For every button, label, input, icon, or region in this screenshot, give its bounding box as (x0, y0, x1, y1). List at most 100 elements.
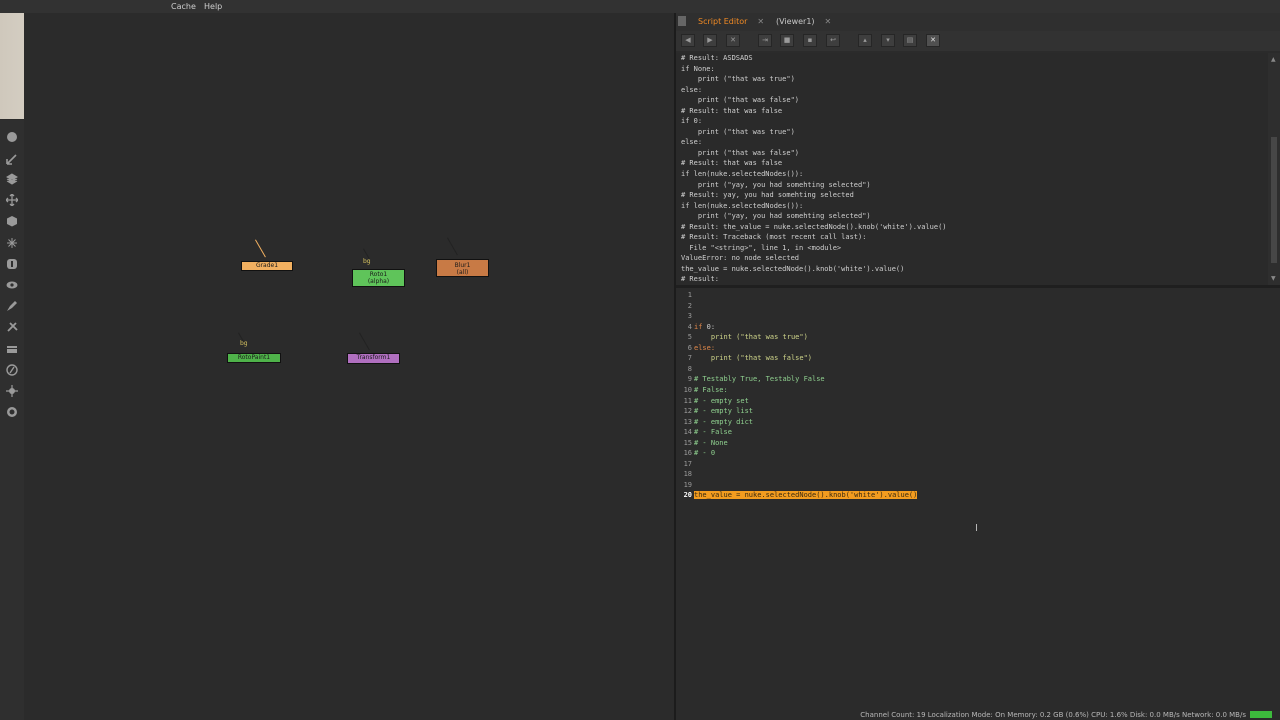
load-script-button[interactable]: ■ (780, 34, 794, 47)
output-line: # Result: ASDSADS (681, 54, 753, 62)
menu-bar: Cache Help (0, 0, 1280, 13)
panel-menu-icon[interactable] (678, 16, 686, 26)
code-line-15: # - None (694, 438, 728, 447)
output-line: # Result: (681, 275, 719, 284)
node-rotopaint1[interactable]: RotoPaint1 (227, 353, 281, 363)
draw-icon[interactable] (6, 150, 18, 165)
transform-move-icon[interactable] (5, 191, 19, 207)
code-line-5: print ("that was true") (694, 332, 808, 343)
line-number: 5 (687, 333, 692, 342)
output-input-splitter[interactable] (676, 285, 1280, 288)
code-keyword: if (694, 322, 703, 331)
layers-icon[interactable] (6, 170, 18, 185)
status-text: Channel Count: 19 Localization Mode: On … (860, 711, 1246, 719)
time-icon[interactable] (6, 255, 18, 269)
source-script-button[interactable]: ⇥ (758, 34, 772, 47)
rotopaint-bg-label: bg (240, 340, 248, 347)
show-output-button[interactable]: ▾ (881, 34, 895, 47)
output-line: if None: (681, 64, 715, 73)
code-indent (694, 333, 711, 341)
panel-divider[interactable] (674, 13, 676, 720)
scroll-down-icon[interactable]: ▼ (1271, 275, 1276, 282)
line-number: 17 (683, 459, 692, 468)
code-line-16: # - 0 (694, 449, 716, 458)
output-line: if 0: (681, 117, 703, 126)
line-number: 15 (683, 438, 692, 447)
code-line-11: # - empty set (694, 396, 749, 405)
code-text: 0: (702, 322, 716, 331)
scroll-up-icon[interactable]: ▲ (1271, 56, 1276, 63)
code-line-6: else: (694, 343, 715, 354)
tab-viewer1[interactable]: (Viewer1)✕ (776, 17, 831, 26)
output-scrollbar[interactable]: ▲ ▼ (1268, 53, 1280, 285)
output-line: # Result: that was false (681, 106, 783, 115)
particles-icon[interactable] (6, 234, 18, 248)
menu-help[interactable]: Help (204, 2, 223, 11)
line-number: 1 (687, 291, 692, 299)
eye-icon[interactable] (6, 276, 18, 289)
output-line: print ("yay, you had somehting selected"… (681, 212, 871, 221)
output-line: print ("that was false") (681, 96, 800, 105)
code-call: print (710, 333, 737, 342)
save-script-button[interactable]: ▪ (803, 34, 817, 47)
line-number: 11 (683, 396, 692, 405)
script-output[interactable]: # Result: ASDSADS if None: print ("that w… (676, 53, 1268, 285)
roto-bg-label: bg (363, 258, 371, 265)
node-blur1[interactable]: Blur1 (all) (436, 259, 489, 277)
paint-brush-icon[interactable] (6, 297, 18, 311)
code-line-14: # - False (694, 428, 732, 437)
clear-output-button[interactable]: ✕ (926, 34, 940, 47)
merge-icon[interactable] (6, 340, 18, 353)
node-roto1[interactable]: Roto1 (alpha) (352, 269, 405, 287)
close-icon[interactable]: ✕ (757, 17, 765, 26)
output-line: # Result: that was false (681, 159, 783, 168)
viewer-circle-icon[interactable] (6, 128, 18, 142)
code-line-13: # - empty dict (694, 417, 754, 426)
run-script-button[interactable]: ↩ (826, 34, 840, 47)
globe-icon[interactable] (6, 403, 18, 417)
show-both-button[interactable]: ▤ (903, 34, 917, 47)
tab-script-editor[interactable]: Script Editor✕ (698, 17, 764, 26)
status-bar: Channel Count: 19 Localization Mode: On … (676, 710, 1280, 720)
node-label: Blur1 (454, 262, 471, 269)
code-line-20: the_value = nuke.selectedNode().knob('wh… (694, 490, 918, 501)
previous-script-button[interactable]: ◀ (681, 34, 695, 47)
tools-icon[interactable] (6, 318, 18, 332)
node-toolbar (0, 120, 24, 720)
line-number: 10 (683, 385, 692, 394)
keyer-icon[interactable] (6, 382, 18, 397)
output-line: print ("that was true") (681, 127, 795, 136)
node-sublabel: (all) (456, 269, 469, 276)
menu-cache[interactable]: Cache (171, 2, 196, 11)
output-line: print ("that was true") (681, 75, 795, 84)
next-script-button[interactable]: ▶ (703, 34, 717, 47)
code-string: ("that was false") (736, 354, 813, 363)
output-line: ValueError: no node selected (681, 254, 800, 263)
node-grade1[interactable]: Grade1 (241, 261, 293, 271)
code-indent (694, 354, 711, 362)
node-sublabel: (alpha) (367, 278, 390, 285)
output-line: else: (681, 138, 703, 147)
line-number: 13 (683, 417, 692, 426)
transform-input-arrow (359, 332, 370, 351)
line-number: 19 (683, 480, 692, 489)
output-line: # Result: yay, you had somehting selecte… (681, 191, 854, 200)
code-line-7: print ("that was false") (694, 353, 812, 364)
3d-cube-icon[interactable] (6, 212, 18, 227)
line-number: 9 (687, 375, 692, 384)
line-number: 8 (687, 364, 692, 373)
node-graph[interactable]: Grade1 bg Roto1 (alpha) Blur1 (all) bg R… (24, 13, 674, 720)
close-icon[interactable]: ✕ (824, 17, 832, 26)
output-line: if len(nuke.selectedNodes()): (681, 170, 804, 179)
clear-history-button[interactable]: ✕ (726, 34, 740, 47)
show-input-button[interactable]: ▴ (858, 34, 872, 47)
scrollbar-thumb[interactable] (1271, 137, 1277, 263)
output-line: print ("yay, you had somehting selected"… (681, 180, 871, 189)
script-editor-panel: Script Editor✕ (Viewer1)✕ ◀ ▶ ✕ ⇥ ■ ▪ ↩ … (676, 13, 1280, 710)
output-line: # Result: Traceback (most recent call la… (681, 233, 867, 242)
line-number: 20 (683, 491, 692, 500)
node-transform1[interactable]: Transform1 (347, 353, 400, 364)
filter-icon[interactable] (6, 361, 18, 376)
code-line-4: if 0: (694, 322, 715, 333)
